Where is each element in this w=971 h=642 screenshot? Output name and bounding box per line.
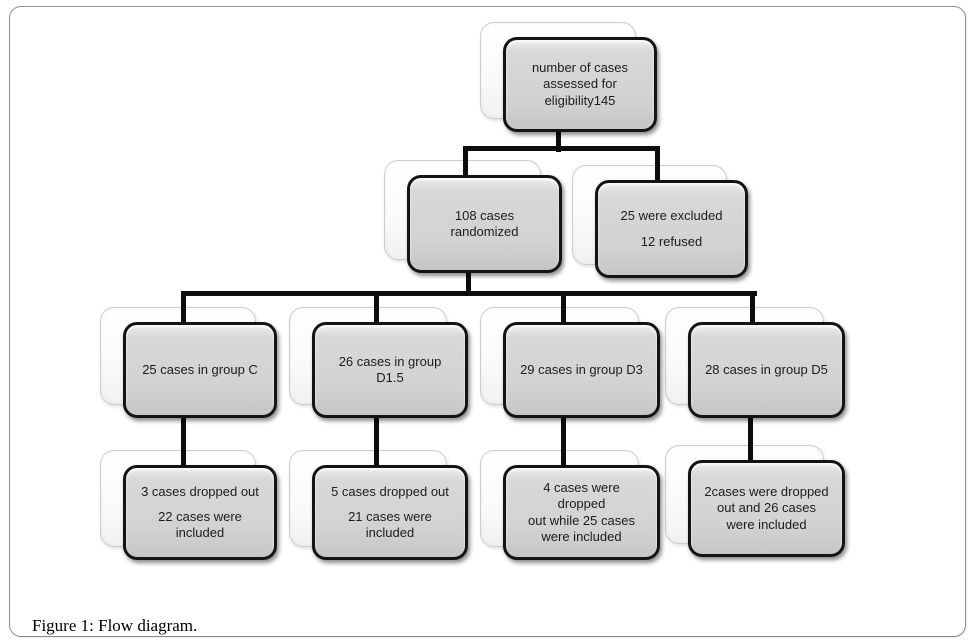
connector-segment-9 [750,291,755,325]
node-randomized: 108 cases randomized [407,175,562,273]
node-group-d3: 29 cases in group D3 [503,322,660,418]
connector-segment-2 [463,146,468,179]
connector-segment-1 [463,146,660,151]
connector-segment-13 [748,416,753,463]
connector-segment-0 [556,128,561,152]
node-group-d5-text-0: 28 cases in group D5 [705,361,828,377]
connector-segment-12 [561,416,566,468]
node-randomized-text-0: 108 cases randomized [450,207,519,239]
node-group-d3-text-0: 29 cases in group D3 [520,361,643,377]
figure-caption-text: Flow diagram. [93,616,198,635]
connector-segment-7 [374,291,379,325]
node-group-d1-5: 26 cases in group D1.5 [312,322,468,418]
node-outcome-d1-5-text-0: 5 cases dropped out [331,483,449,499]
connector-segment-11 [374,416,379,468]
node-group-c-text-0: 25 cases in group C [142,361,258,377]
connector-segment-3 [655,146,660,184]
node-excluded: 25 were excluded 12 refused [595,180,748,278]
connector-segment-8 [561,291,566,325]
figure-label: Figure 1: [32,616,94,635]
node-group-d5: 28 cases in group D5 [688,322,845,418]
node-group-d1-5-text-0: 26 cases in group D1.5 [338,353,442,385]
figure-caption: Figure 1: Flow diagram. [15,596,197,642]
connector-segment-6 [181,291,186,325]
node-group-c: 25 cases in group C [123,322,277,418]
connector-segment-5 [181,291,757,296]
figure-frame [9,6,966,637]
node-excluded-text-1: 12 refused [640,233,703,249]
connector-segment-10 [181,416,186,468]
connector-segment-4 [466,269,471,295]
node-excluded-text-0: 25 were excluded [620,208,723,224]
node-outcome-c-text-0: 3 cases dropped out [141,483,259,499]
